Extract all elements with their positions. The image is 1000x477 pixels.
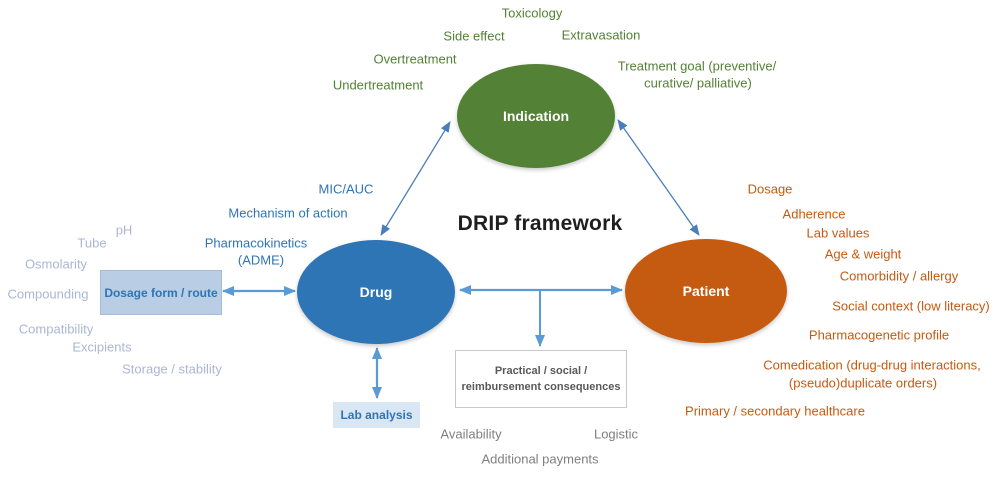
- factor-extravasation: Extravasation: [561, 27, 641, 43]
- practical-consequences-line1: Practical / social /: [494, 364, 588, 377]
- factor-lab-values: Lab values: [806, 225, 870, 241]
- node-patient: Patient: [625, 239, 787, 343]
- diagram-title: DRIP framework: [457, 212, 623, 235]
- factor-additional-payments: Additional payments: [481, 451, 599, 467]
- factor-dosage: Dosage: [747, 181, 793, 197]
- dosage-form-route-box: Dosage form / route: [100, 270, 222, 315]
- factor-compounding: Compounding: [7, 286, 89, 302]
- factor-ph: pH: [115, 222, 133, 238]
- factor-pharmacokinetics: Pharmacokinetics: [204, 235, 308, 251]
- factor-side-effect: Side effect: [443, 28, 505, 44]
- factor-age-weight: Age & weight: [824, 246, 902, 262]
- node-drug: Drug: [297, 240, 455, 344]
- node-indication-label: Indication: [502, 108, 570, 124]
- factor-mic-auc: MIC/AUC: [318, 181, 374, 197]
- factor-storage-stability: Storage / stability: [122, 361, 222, 377]
- practical-consequences-line2: reimbursement consequences: [461, 381, 621, 393]
- arrow-indication-drug: [380, 121, 451, 236]
- dosage-form-route-label: Dosage form / route: [104, 285, 218, 300]
- factor-excipients: Excipients: [72, 339, 132, 355]
- practical-consequences-box: Practical / social / reimbursement conse…: [455, 350, 627, 408]
- factor-pharmacogenetic-profile: Pharmacogenetic profile: [808, 327, 950, 343]
- factor-availability: Availability: [440, 426, 502, 442]
- node-drug-label: Drug: [359, 284, 393, 300]
- factor-comedication-line2: (pseudo)duplicate orders): [788, 375, 938, 391]
- factor-mechanism-of-action: Mechanism of action: [228, 205, 348, 221]
- node-indication: Indication: [457, 64, 615, 168]
- factor-comorbidity-allergy: Comorbidity / allergy: [839, 268, 959, 284]
- factor-treatment-goal-line1: Treatment goal (preventive/: [617, 58, 777, 74]
- lab-analysis-label: Lab analysis: [340, 408, 413, 422]
- factor-logistic: Logistic: [593, 426, 639, 442]
- factor-comedication-line1: Comedication (drug-drug interactions,: [763, 357, 981, 373]
- node-patient-label: Patient: [682, 283, 730, 299]
- factor-social-context: Social context (low literacy): [832, 298, 990, 314]
- factor-toxicology: Toxicology: [501, 5, 563, 21]
- factor-treatment-goal-line2: curative/ palliative): [644, 75, 752, 91]
- factor-tube: Tube: [77, 235, 107, 251]
- arrow-indication-patient: [617, 119, 700, 236]
- factor-primary-secondary-healthcare: Primary / secondary healthcare: [685, 403, 865, 419]
- factor-compatibility: Compatibility: [18, 321, 94, 337]
- factor-overtreatment: Overtreatment: [373, 51, 457, 67]
- factor-adme: (ADME): [237, 252, 285, 268]
- factor-osmolarity: Osmolarity: [24, 256, 88, 272]
- factor-undertreatment: Undertreatment: [332, 77, 424, 93]
- lab-analysis-box: Lab analysis: [333, 402, 420, 428]
- factor-adherence: Adherence: [782, 206, 846, 222]
